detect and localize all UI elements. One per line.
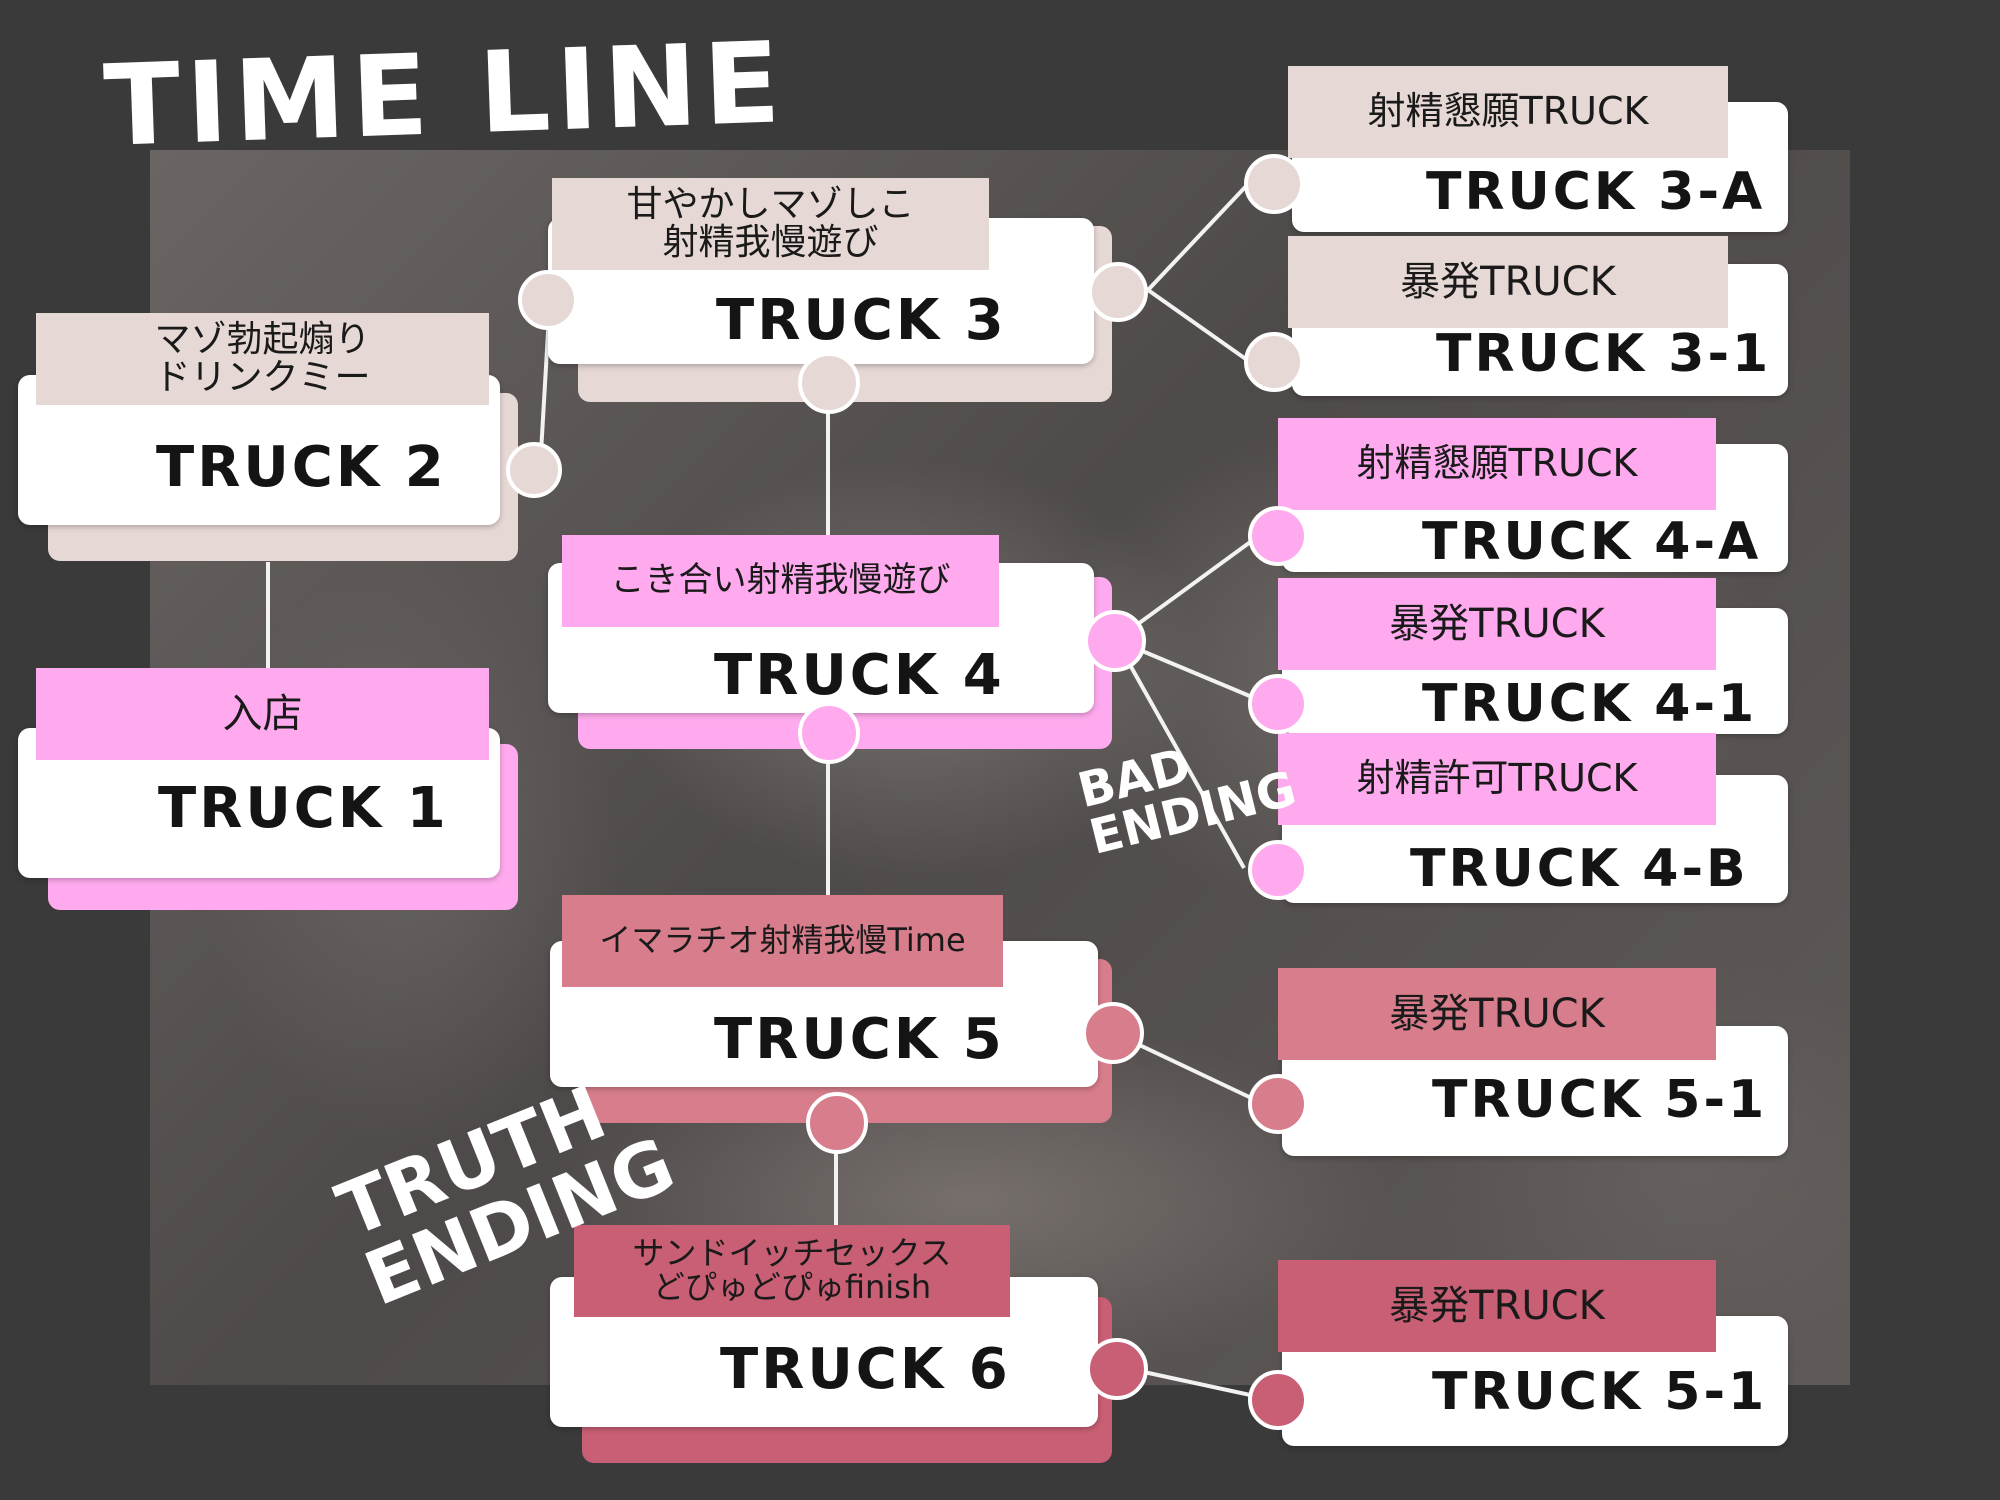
connector-dot — [798, 352, 860, 414]
node-tab: 射精懇願TRUCK — [1288, 66, 1728, 158]
connector-dot — [506, 442, 562, 498]
node-tab: 暴発TRUCK — [1288, 236, 1728, 328]
node-label: TRUCK 1 — [158, 776, 449, 841]
connector-dot — [1248, 840, 1308, 900]
node-truck-3-1: 暴発TRUCK TRUCK 3-1 — [1288, 236, 1788, 406]
node-truck-3a: 射精懇願TRUCK TRUCK 3-A — [1288, 66, 1788, 236]
connector-dot — [806, 1092, 868, 1154]
node-label: TRUCK 5-1 — [1432, 1362, 1768, 1422]
connector-t4-t4a — [1114, 530, 1266, 642]
connector-t3-t3a — [1146, 180, 1252, 292]
node-tab: こき合い射精我慢遊び — [562, 535, 999, 627]
node-tab: 暴発TRUCK — [1278, 1260, 1716, 1352]
connector-dot — [1244, 154, 1304, 214]
connector-dot — [1088, 262, 1148, 322]
page-title: TIME LINE — [101, 18, 789, 172]
node-tab: 入店 — [36, 668, 489, 760]
node-label: TRUCK 5 — [714, 1007, 1005, 1072]
connector-dot — [1248, 1370, 1308, 1430]
connector-dot — [1248, 506, 1308, 566]
node-truck-6: サンドイッチセックス どぴゅどぴゅfinish TRUCK 6 — [548, 1225, 1118, 1465]
node-truck-5-1-final: 暴発TRUCK TRUCK 5-1 — [1278, 1260, 1788, 1450]
node-truck-4-1: 暴発TRUCK TRUCK 4-1 — [1278, 578, 1788, 738]
node-tab: 射精懇願TRUCK — [1278, 418, 1716, 510]
node-label: TRUCK 3-A — [1426, 162, 1766, 222]
node-label: TRUCK 5-1 — [1432, 1070, 1768, 1130]
node-tab: 射精許可TRUCK — [1278, 733, 1716, 825]
node-label: TRUCK 6 — [720, 1337, 1011, 1402]
node-truck-4b: 射精許可TRUCK TRUCK 4-B — [1278, 733, 1788, 908]
node-truck-4a: 射精懇願TRUCK TRUCK 4-A — [1278, 418, 1788, 578]
connector-dot — [1086, 1338, 1148, 1400]
node-label: TRUCK 4-A — [1422, 512, 1762, 572]
node-tab: 暴発TRUCK — [1278, 968, 1716, 1060]
node-truck-2: マゾ勃起煽り ドリンクミー TRUCK 2 — [18, 313, 548, 563]
connector-t4-t4b — [1114, 639, 1246, 869]
connector-dot — [518, 270, 578, 330]
connector-dot — [1082, 1002, 1144, 1064]
node-label: TRUCK 4 — [714, 643, 1005, 708]
node-tab: マゾ勃起煽り ドリンクミー — [36, 313, 489, 405]
node-label: TRUCK 2 — [156, 435, 447, 500]
node-label: TRUCK 4-1 — [1422, 674, 1758, 734]
node-truck-5: イマラチオ射精我慢Time TRUCK 5 — [548, 895, 1118, 1125]
node-label: TRUCK 3-1 — [1436, 324, 1772, 384]
connector-dot — [1248, 1074, 1308, 1134]
node-tab: イマラチオ射精我慢Time — [562, 895, 1003, 987]
connector-dot — [1084, 610, 1146, 672]
connector-t3-t31 — [1146, 288, 1252, 364]
node-tab: 甘やかしマゾしこ 射精我慢遊び — [552, 178, 989, 270]
connector-dot — [798, 702, 860, 764]
node-tab: サンドイッチセックス どぴゅどぴゅfinish — [574, 1225, 1010, 1317]
node-truck-5-1: 暴発TRUCK TRUCK 5-1 — [1278, 968, 1788, 1158]
node-truck-1: 入店 TRUCK 1 — [18, 668, 518, 918]
connector-dot — [1244, 332, 1304, 392]
node-label: TRUCK 4-B — [1410, 839, 1749, 899]
node-tab: 暴発TRUCK — [1278, 578, 1716, 670]
connector-dot — [1248, 674, 1308, 734]
node-label: TRUCK 3 — [716, 288, 1007, 353]
